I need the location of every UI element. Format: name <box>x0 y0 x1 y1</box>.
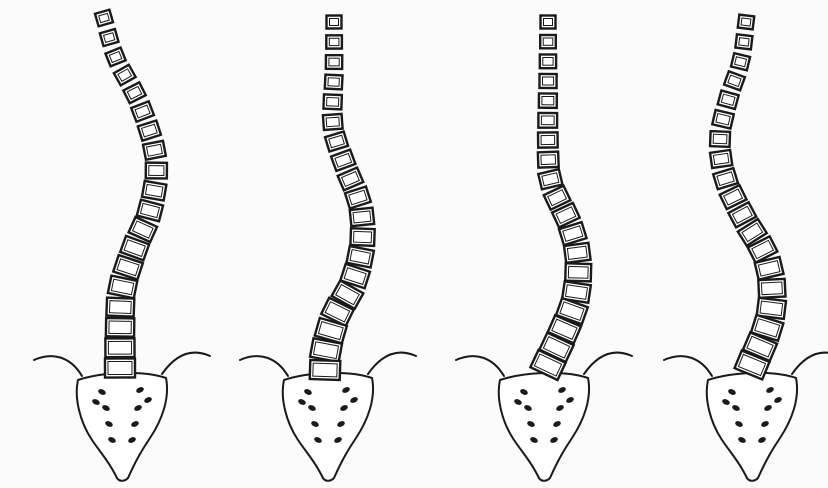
vertebra <box>105 48 125 67</box>
vertebra-body <box>540 55 556 69</box>
vertebra <box>538 132 558 147</box>
vertebra <box>138 120 161 140</box>
vertebra <box>143 141 166 160</box>
vertebra <box>731 53 750 70</box>
vertebra-body <box>540 35 556 48</box>
vertebra <box>713 168 738 189</box>
vertebra <box>325 131 348 151</box>
vertebra-body <box>710 150 732 168</box>
vertebra <box>538 152 559 168</box>
vertebra <box>105 358 135 377</box>
vertebra <box>100 29 119 46</box>
vertebra-body <box>326 35 342 48</box>
vertebra <box>540 35 556 48</box>
vertebra <box>106 318 134 337</box>
vertebra-body <box>713 168 738 189</box>
vertebra <box>131 101 154 121</box>
vertebra <box>137 200 163 222</box>
vertebra-body <box>114 65 136 86</box>
pelvis-wing-right <box>792 353 828 374</box>
vertebra-body <box>123 82 145 103</box>
vertebra-body <box>338 168 364 191</box>
vertebra <box>712 110 734 129</box>
vertebra <box>710 150 732 168</box>
vertebra-body <box>345 187 371 209</box>
sacrum <box>283 373 373 481</box>
vertebra-body <box>738 15 754 30</box>
vertebra-body <box>138 120 161 140</box>
vertebra <box>106 298 134 317</box>
vertebra <box>541 16 556 29</box>
vertebra-body <box>131 101 154 121</box>
pelvis-wing-left <box>456 356 504 376</box>
vertebra <box>108 276 137 299</box>
vertebra <box>114 65 136 86</box>
spine-panel-1 <box>34 10 210 481</box>
vertebra <box>338 168 364 191</box>
vertebra-body <box>100 29 119 46</box>
vertebra-body <box>724 71 745 90</box>
vertebra <box>331 150 355 171</box>
vertebra <box>724 71 745 90</box>
vertebra <box>142 181 166 201</box>
vertebra <box>105 338 134 357</box>
vertebra <box>323 94 341 109</box>
vertebra-body <box>331 150 355 171</box>
vertebra-body <box>325 131 348 151</box>
vertebra-body <box>143 141 166 160</box>
spine-panel-2 <box>240 15 416 480</box>
sacrum <box>499 373 589 481</box>
pelvis-wing-left <box>240 356 288 376</box>
vertebra-body <box>735 34 752 49</box>
vertebra <box>310 360 341 380</box>
vertebra <box>718 91 739 110</box>
pelvis-wing-right <box>162 353 210 374</box>
vertebra-body <box>323 114 343 130</box>
vertebra <box>345 187 371 209</box>
vertebra <box>565 263 591 281</box>
vertebra-body <box>541 16 556 29</box>
vertebra <box>123 82 145 103</box>
vertebra <box>325 75 343 90</box>
vertebra <box>540 55 556 69</box>
vertebra-body <box>310 338 342 362</box>
pelvis-wing-right <box>584 353 632 374</box>
vertebra-body <box>712 110 734 129</box>
vertebra-body <box>538 169 562 189</box>
vertebra <box>326 15 341 28</box>
vertebra-body <box>718 91 739 110</box>
spine-panel-4 <box>664 15 828 481</box>
pelvis-wing-left <box>664 356 712 376</box>
sacrum <box>77 373 167 481</box>
vertebra <box>326 35 342 48</box>
vertebra-body <box>325 75 343 90</box>
vertebra <box>95 10 113 27</box>
vertebra <box>350 228 374 246</box>
vertebra <box>146 163 167 179</box>
spine-panel-3 <box>456 16 632 481</box>
vertebra <box>350 208 374 227</box>
vertebra <box>323 114 343 130</box>
pelvis-wing-left <box>34 356 82 376</box>
vertebra <box>538 113 557 128</box>
sacrum <box>707 373 797 481</box>
pelvis-wing-right <box>368 353 416 374</box>
vertebra-body <box>731 53 750 70</box>
vertebra <box>310 338 342 362</box>
vertebra <box>564 243 591 263</box>
vertebra <box>710 131 730 147</box>
vertebra <box>539 93 557 107</box>
vertebra <box>758 279 785 298</box>
vertebra-body <box>95 10 113 27</box>
vertebra-body <box>326 55 342 69</box>
vertebra <box>326 55 342 69</box>
vertebra-body <box>326 15 341 28</box>
vertebra <box>735 34 752 49</box>
vertebra <box>538 169 562 189</box>
vertebra-body <box>105 48 125 67</box>
vertebra <box>738 15 754 30</box>
vertebra <box>539 74 556 88</box>
